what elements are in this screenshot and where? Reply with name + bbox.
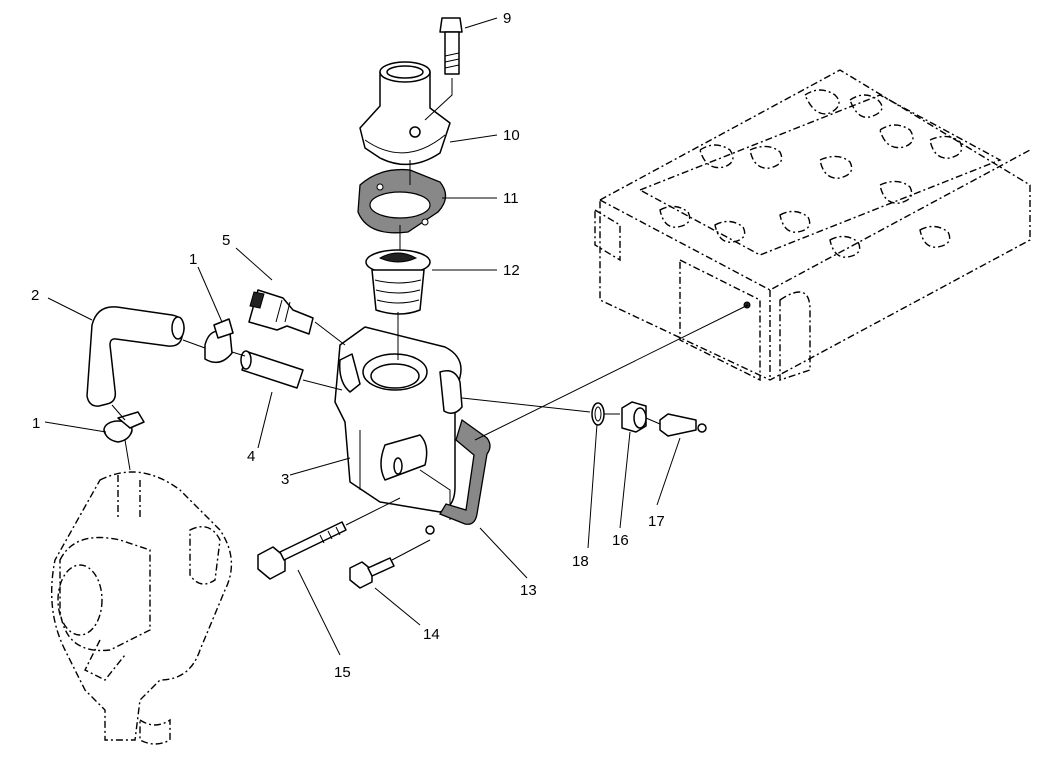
hose-clamp-lower [103,411,145,443]
hose-clamp-upper [204,318,234,364]
thermostat-part-12 [365,249,431,315]
callout-1-upper: 1 [189,251,197,268]
callout-3: 3 [281,471,289,488]
bolt-part-15 [257,521,347,580]
alignment-lines [111,78,749,561]
bolt-part-9 [439,17,463,75]
gasket-part-11 [357,168,447,234]
adapter-part-16 [621,401,647,433]
callout-2: 2 [31,287,39,304]
callout-9: 9 [503,10,511,27]
pipe-part-4 [240,350,304,389]
thermostat-cover-part-10 [359,61,451,166]
water-pump-illustration [51,471,233,745]
thermostat-housing-part-3 [334,326,463,535]
callout-1-lower: 1 [32,415,40,432]
callout-5: 5 [222,232,230,249]
sensor-part-17 [659,413,707,437]
callout-leaders [44,17,681,656]
callout-14: 14 [423,626,440,643]
callout-4: 4 [247,448,255,465]
gasket-part-13 [439,418,491,525]
hose-part-2 [86,306,185,407]
callout-11: 11 [503,190,519,207]
callout-labels: 9 10 11 12 5 1 2 4 1 3 18 16 17 13 14 15 [31,10,665,681]
callout-18: 18 [572,553,589,570]
cylinder-head-illustration [594,69,1031,382]
callout-13: 13 [520,582,537,599]
temperature-sender-part-5 [248,289,314,335]
callout-12: 12 [503,262,520,279]
washer-part-18 [591,402,605,426]
callout-16: 16 [612,532,629,549]
callout-17: 17 [648,513,665,530]
bolt-part-14 [349,557,395,589]
callout-15: 15 [334,664,351,681]
callout-10: 10 [503,127,520,144]
